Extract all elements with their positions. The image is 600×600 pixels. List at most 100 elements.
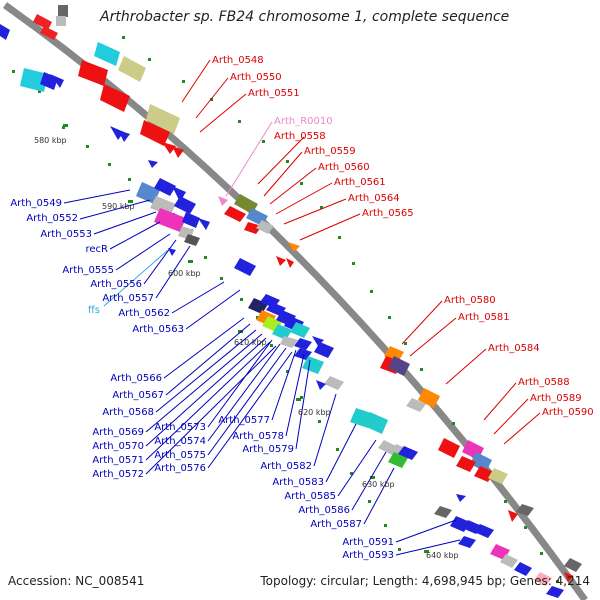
gene-feature (534, 572, 552, 586)
gene-label[interactable]: Arth_0565 (362, 208, 414, 219)
gene-label[interactable]: Arth_0578 (232, 431, 284, 442)
gene-feature (458, 536, 476, 548)
gene-label[interactable]: ffs (88, 305, 100, 316)
gene-feature (508, 510, 518, 522)
gene-label[interactable]: Arth_0560 (318, 162, 370, 173)
gene-label[interactable]: Arth_0559 (304, 146, 356, 157)
gene-feature (378, 440, 396, 454)
gene-label[interactable]: Arth_0553 (40, 229, 92, 240)
gene-feature (546, 586, 564, 598)
gene-label[interactable]: Arth_0583 (272, 477, 324, 488)
gene-label[interactable]: Arth_0582 (260, 461, 312, 472)
gene-label[interactable]: Arth_0556 (90, 279, 142, 290)
gene-feature (276, 256, 286, 266)
gene-feature (388, 356, 410, 376)
genome-summary-text: Topology: circular; Length: 4,698,945 bp… (260, 574, 590, 588)
gene-feature (110, 126, 124, 140)
gene-label[interactable]: Arth_0588 (518, 377, 570, 388)
gene-label[interactable]: Arth_0584 (488, 343, 540, 354)
gene-label[interactable]: Arth_R0010 (274, 116, 333, 127)
gene-feature (488, 468, 508, 484)
gene-feature (406, 398, 426, 412)
gene-label[interactable]: Arth_0551 (248, 88, 300, 99)
gene-label[interactable]: Arth_0575 (154, 450, 206, 461)
gene-feature (33, 14, 52, 30)
gene-label[interactable]: Arth_0590 (542, 407, 594, 418)
gene-feature (514, 562, 532, 576)
tick-track-inner (12, 70, 401, 551)
gene-label[interactable]: Arth_0564 (348, 193, 400, 204)
scale-label: 590 kbp (102, 202, 135, 211)
gene-label[interactable]: Arth_0561 (334, 177, 386, 188)
gene-label[interactable]: Arth_0571 (92, 455, 144, 466)
gene-feature (256, 220, 274, 234)
gene-feature (234, 258, 256, 276)
gene-label[interactable]: Arth_0579 (242, 444, 294, 455)
gene-label[interactable]: Arth_0577 (218, 415, 270, 426)
gene-label[interactable]: Arth_0568 (102, 407, 154, 418)
gene-label[interactable]: Arth_0555 (62, 265, 114, 276)
gene-feature (316, 380, 326, 390)
leader-lines (63, 59, 541, 556)
gene-feature (100, 84, 130, 112)
gene-feature (224, 206, 246, 222)
gene-feature (500, 554, 518, 568)
gene-label[interactable]: Arth_0587 (310, 519, 362, 530)
gene-label[interactable]: Arth_0576 (154, 463, 206, 474)
gene-feature (136, 182, 160, 204)
gene-feature (312, 336, 324, 346)
gene-feature (418, 388, 440, 408)
gene-label[interactable]: Arth_0548 (212, 55, 264, 66)
gene-label[interactable]: Arth_0574 (154, 436, 206, 447)
map-title: Arthrobacter sp. FB24 chromosome 1, comp… (100, 9, 510, 25)
gene-feature (280, 336, 298, 348)
gene-feature (290, 322, 310, 338)
gene-label[interactable]: recR (86, 244, 109, 255)
gene-feature (0, 24, 10, 40)
gene-label[interactable]: Arth_0566 (110, 373, 162, 384)
gene-label[interactable]: Arth_0572 (92, 469, 144, 480)
gene-label[interactable]: Arth_0557 (102, 293, 154, 304)
gene-feature (218, 196, 228, 206)
gene-label[interactable]: Arth_0549 (10, 198, 62, 209)
gene-label[interactable]: Arth_0569 (92, 427, 144, 438)
gene-label[interactable]: Arth_0589 (530, 393, 582, 404)
gene-feature (286, 258, 294, 268)
gene-label[interactable]: Arth_0586 (298, 505, 350, 516)
gene-feature (474, 524, 494, 538)
gene-label[interactable]: Arth_0580 (444, 295, 496, 306)
gene-feature (174, 196, 196, 214)
gene-feature (154, 178, 176, 196)
gene-feature (50, 74, 64, 88)
gene-feature (398, 446, 418, 460)
gene-feature (58, 5, 68, 17)
scale-label: 600 kbp (168, 269, 201, 278)
plus-strand-labels: Arth_0548 Arth_0550 Arth_0551 Arth_R0010… (212, 55, 594, 418)
gene-feature (302, 356, 324, 374)
gene-feature (172, 146, 184, 158)
gene-feature (162, 142, 176, 154)
gene-feature (456, 456, 476, 472)
gene-label[interactable]: Arth_0558 (274, 131, 326, 142)
gene-feature (294, 338, 312, 350)
gene-label[interactable]: Arth_0567 (112, 390, 164, 401)
gene-label[interactable]: Arth_0562 (118, 308, 170, 319)
gene-label[interactable]: Arth_0552 (26, 213, 78, 224)
gene-label[interactable]: Arth_0563 (132, 324, 184, 335)
gene-label[interactable]: Arth_0581 (458, 312, 510, 323)
gene-label[interactable]: Arth_0591 (342, 537, 394, 548)
gene-feature (314, 342, 334, 358)
gene-label[interactable]: Arth_0570 (92, 441, 144, 452)
gene-feature (20, 68, 48, 92)
gene-feature (470, 452, 492, 472)
gene-label[interactable]: Arth_0585 (284, 491, 336, 502)
scale-label: 580 kbp (34, 136, 67, 145)
gene-label[interactable]: Arth_0593 (342, 550, 394, 561)
gene-feature (272, 324, 292, 340)
gene-features (0, 5, 582, 598)
gene-label[interactable]: Arth_0573 (154, 422, 206, 433)
gene-feature (184, 234, 200, 246)
gene-feature (150, 196, 176, 216)
gene-label[interactable]: Arth_0550 (230, 72, 282, 83)
